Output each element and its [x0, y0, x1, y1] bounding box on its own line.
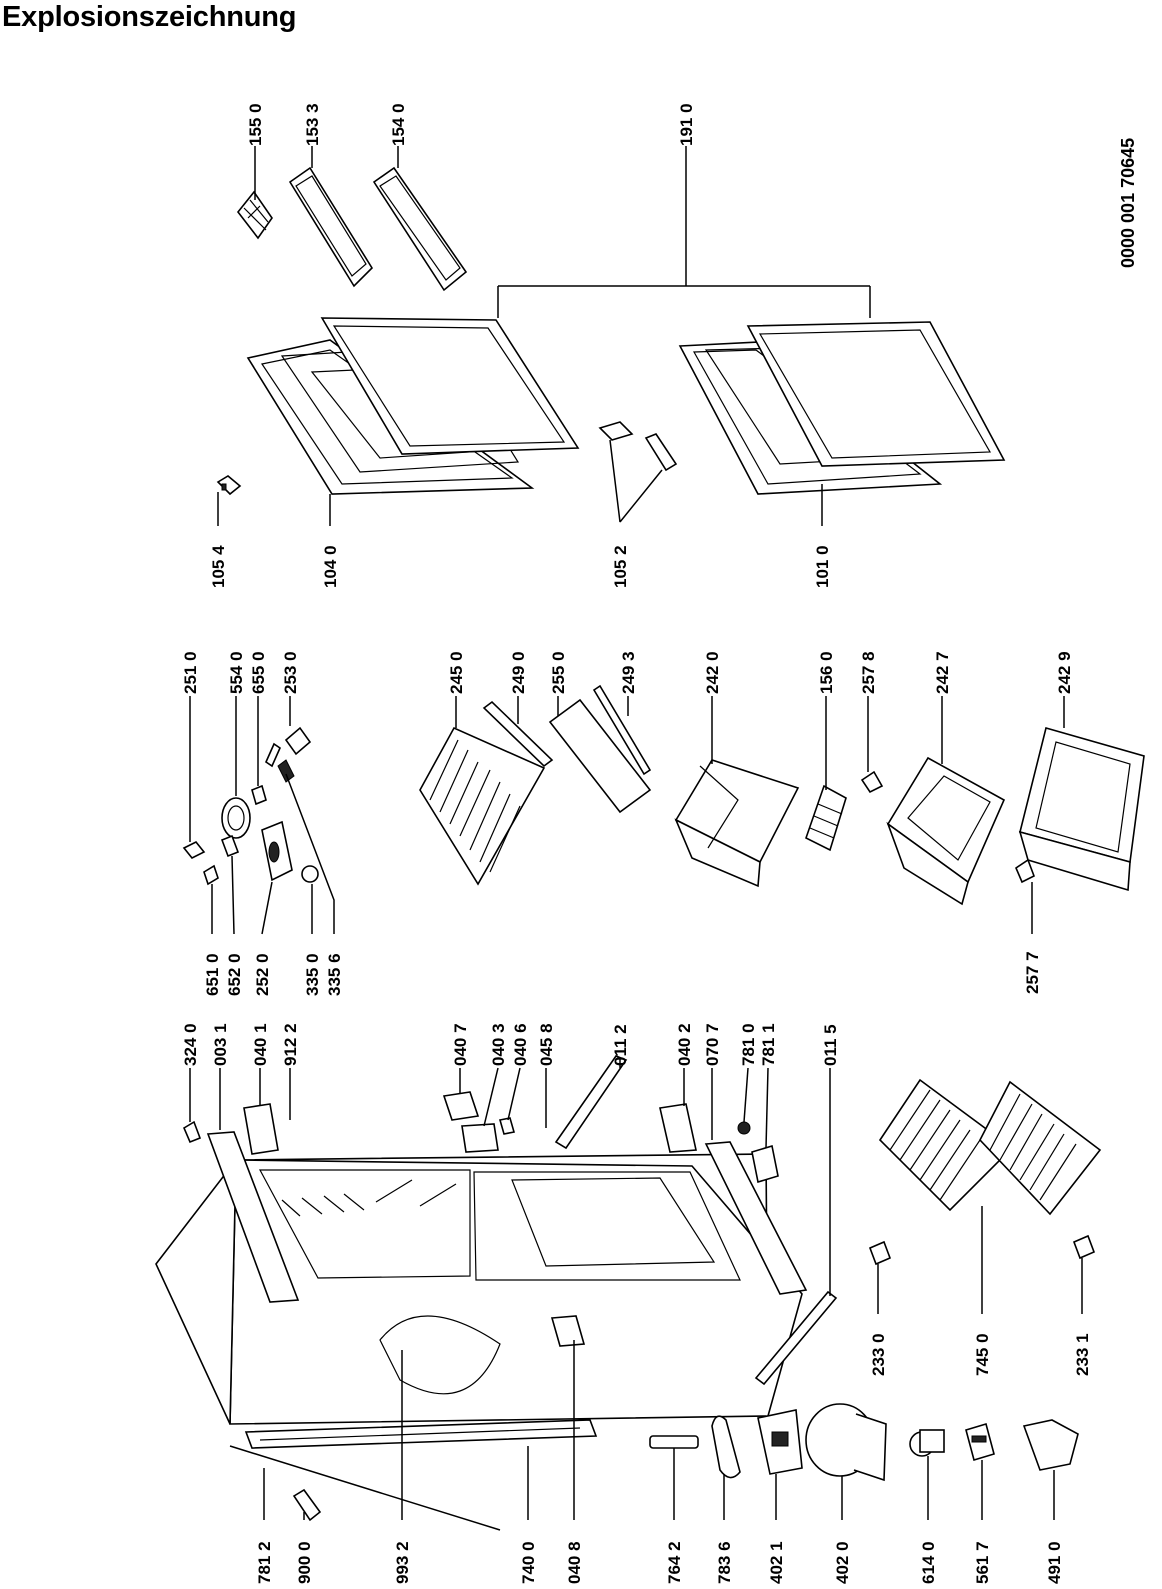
part-label: 045 8	[537, 1023, 556, 1066]
part-label: 324 0	[181, 1023, 200, 1066]
egg-tray-part	[236, 190, 273, 240]
part-label: 402 0	[833, 1541, 852, 1584]
part-label: 652 0	[225, 953, 244, 996]
compressor-part	[805, 1403, 887, 1482]
hinge-part	[182, 1091, 697, 1347]
part-label: 781 0	[739, 1023, 758, 1066]
hinge-cover-part	[598, 421, 678, 472]
holder-part	[868, 1234, 1096, 1266]
door-gasket-part	[746, 321, 1006, 467]
part-label: 554 0	[227, 651, 246, 694]
part-label: 781 1	[759, 1023, 778, 1066]
drawer-part	[674, 759, 800, 888]
part-label: 242 7	[933, 651, 952, 694]
wire-shelf-part	[419, 726, 546, 886]
part-label: 155 0	[246, 103, 265, 146]
part-label: 253 0	[281, 651, 300, 694]
clip-part	[860, 770, 884, 794]
drawer-part	[886, 756, 1006, 906]
filter-dryer-part	[649, 1435, 699, 1449]
part-label: 491 0	[1045, 1541, 1064, 1584]
leader-lines	[189, 146, 1083, 1520]
part-label: 245 0	[447, 651, 466, 694]
part-label: 040 8	[565, 1541, 584, 1584]
document-number: 0000 001 70645	[1118, 138, 1138, 268]
part-label: 251 0	[181, 651, 200, 694]
part-label: 745 0	[973, 1333, 992, 1376]
page-title: Explosionszeichnung	[2, 1, 297, 33]
part-label: 257 8	[859, 651, 878, 694]
part-label: 764 2	[665, 1541, 684, 1584]
glass-shelf-part	[548, 698, 652, 814]
part-label: 335 6	[325, 953, 344, 996]
part-label: 655 0	[249, 651, 268, 694]
part-label: 242 0	[703, 651, 722, 694]
part-label: 614 0	[919, 1541, 938, 1584]
part-label: 783 6	[715, 1541, 734, 1584]
terminal-box-part	[1022, 1419, 1079, 1471]
condenser-part	[244, 1419, 598, 1449]
part-label: 040 2	[675, 1023, 694, 1066]
part-label: 255 0	[549, 651, 568, 694]
part-label: 402 1	[767, 1541, 786, 1584]
part-label: 242 9	[1055, 651, 1074, 694]
part-label: 040 1	[251, 1023, 270, 1066]
door-gasket-part	[320, 317, 580, 455]
part-label: 912 2	[281, 1023, 300, 1066]
part-label: 561 7	[973, 1541, 992, 1584]
door-shelf-part	[288, 166, 374, 288]
part-label: 740 0	[519, 1541, 538, 1584]
part-label: 233 1	[1073, 1333, 1092, 1376]
part-label: 233 0	[869, 1333, 888, 1376]
part-label: 651 0	[203, 953, 222, 996]
shelf-trim-part	[592, 684, 652, 776]
compressor-clamp-part	[711, 1415, 741, 1479]
part-label: 781 2	[255, 1541, 274, 1584]
relay-part	[909, 1429, 945, 1457]
part-label: 252 0	[253, 953, 272, 996]
thermostat-housing-part	[182, 726, 319, 886]
door-shelf-part	[372, 166, 468, 292]
part-label: 249 3	[619, 651, 638, 694]
part-label: 003 1	[211, 1023, 230, 1066]
part-label: 993 2	[393, 1541, 412, 1584]
part-label: 257 7	[1023, 951, 1042, 994]
evaporator-grid-part	[878, 1078, 1102, 1216]
part-label: 070 7	[703, 1023, 722, 1066]
part-label: 040 7	[451, 1023, 470, 1066]
ice-cube-tray-part	[805, 784, 847, 852]
part-label: 101 0	[813, 545, 832, 588]
part-label: 191 0	[677, 103, 696, 146]
clip-part	[1015, 858, 1036, 884]
part-label: 011 2	[611, 1024, 630, 1066]
drain-tube-part	[229, 1445, 501, 1531]
part-label: 040 6	[511, 1023, 530, 1066]
part-label: 104 0	[321, 545, 340, 588]
part-label: 105 4	[209, 545, 228, 588]
compressor-cover-part	[757, 1409, 803, 1475]
part-labels: 155 0 153 3 154 0 191 0 105 4 104 0 105 …	[181, 103, 1138, 1584]
part-label: 335 0	[303, 953, 322, 996]
rail-part	[554, 1055, 838, 1386]
overload-protector-part	[965, 1422, 995, 1462]
part-label: 011 5	[821, 1024, 840, 1066]
part-label: 156 0	[817, 651, 836, 694]
part-label: 040 3	[489, 1023, 508, 1066]
part-label: 153 3	[303, 103, 322, 146]
part-label: 154 0	[389, 103, 408, 146]
part-label: 105 2	[611, 545, 630, 588]
door-stop-part	[216, 475, 242, 496]
shelf-trim-part	[482, 700, 554, 768]
cabinet-body-part	[155, 1131, 808, 1425]
crisper-drawer-part	[1018, 727, 1145, 892]
part-label: 249 0	[509, 651, 528, 694]
part-label: 900 0	[295, 1541, 314, 1584]
